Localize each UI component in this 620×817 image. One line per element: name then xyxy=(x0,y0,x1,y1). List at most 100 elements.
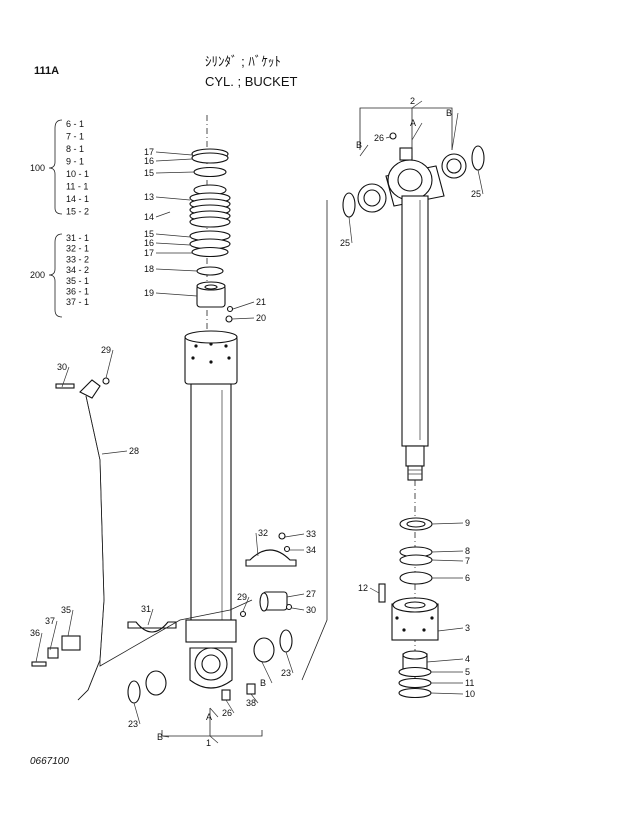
part-number-label: 23 xyxy=(128,719,138,729)
callout-leader xyxy=(291,607,305,611)
part-number-label: 14 xyxy=(144,212,154,222)
callout-leader xyxy=(242,596,250,612)
group-item: 8 - 1 xyxy=(66,144,84,154)
page-code: 111A xyxy=(34,65,59,77)
callout-leader xyxy=(161,735,170,738)
callout-leader xyxy=(101,450,128,455)
callout-leader xyxy=(61,366,70,388)
group-item: 31 - 1 xyxy=(66,233,89,243)
part-number-label: 38 xyxy=(246,698,256,708)
part-number-label: B xyxy=(356,140,362,150)
group-item: 10 - 1 xyxy=(66,169,89,179)
callout-leader xyxy=(477,169,484,195)
part-number-label: 15 xyxy=(144,168,154,178)
part-number-label: 36 xyxy=(30,628,40,638)
callout-leader xyxy=(385,136,391,139)
group-item: 32 - 1 xyxy=(66,244,89,254)
callout-leader xyxy=(255,532,259,557)
title-japanese: ｼﾘﾝﾀﾞ ; ﾊﾞｹｯﾄ xyxy=(205,54,281,69)
callout-leader xyxy=(451,112,459,151)
callout-leader xyxy=(225,699,235,714)
piston-head-stack xyxy=(189,115,234,330)
part-number-label: 18 xyxy=(144,264,154,274)
callout-leader xyxy=(35,632,43,663)
group-item: 37 - 1 xyxy=(66,297,89,307)
callout-leader xyxy=(155,292,198,297)
callout-leader xyxy=(348,216,353,244)
part-number-label: 9 xyxy=(465,518,470,528)
part-number-label: 13 xyxy=(144,192,154,202)
part-number-label: 12 xyxy=(358,583,368,593)
part-number-label: 3 xyxy=(465,623,470,633)
part-number-label: 7 xyxy=(465,556,470,566)
part-number-label: A xyxy=(410,118,416,128)
part-number-label: 25 xyxy=(340,238,350,248)
callout-leader xyxy=(49,620,58,651)
callout-leader xyxy=(411,122,423,141)
callout-leader xyxy=(285,651,294,674)
part-number-label: 16 xyxy=(144,238,154,248)
cylinder-tube xyxy=(184,330,238,701)
group-item: 11 - 1 xyxy=(66,182,88,192)
part-number-label: B xyxy=(446,108,452,118)
callout-leader xyxy=(431,550,464,553)
part-number-label: 26 xyxy=(374,133,384,143)
group-100-label: 100 xyxy=(30,163,45,173)
group-200-label: 200 xyxy=(30,270,45,280)
part-number-label: 33 xyxy=(306,529,316,539)
part-number-label: A xyxy=(206,712,212,722)
group-item: 33 - 2 xyxy=(66,254,89,264)
callout-leader xyxy=(155,196,191,201)
part-number-label: 1 xyxy=(206,738,211,748)
part-number-label: 21 xyxy=(256,297,266,307)
part-number-label: 4 xyxy=(465,654,470,664)
part-number-label: 26 xyxy=(222,708,232,718)
callout-leader xyxy=(437,627,464,632)
group-item: 9 - 1 xyxy=(66,157,84,167)
piston-rod xyxy=(342,132,485,481)
part-number-label: 37 xyxy=(45,616,55,626)
part-number-label: 31 xyxy=(141,604,151,614)
part-number-label: 29 xyxy=(237,592,247,602)
callout-leader xyxy=(250,693,259,704)
callout-leader xyxy=(411,100,423,109)
group-item: 15 - 2 xyxy=(66,207,89,217)
group-item: 35 - 1 xyxy=(66,276,89,286)
callout-leader xyxy=(261,661,273,684)
part-number-label: 27 xyxy=(306,589,316,599)
group-200-bracket: 200 xyxy=(30,233,63,318)
group-items-list: 6 - 17 - 18 - 19 - 110 - 111 - 114 - 115… xyxy=(66,119,89,307)
group-item: 34 - 2 xyxy=(66,265,89,275)
rod-gland-parts xyxy=(378,480,439,700)
callout-leader xyxy=(155,233,191,238)
part-number-label: 11 xyxy=(465,678,474,688)
part-number-label: 29 xyxy=(101,345,111,355)
callout-leader xyxy=(155,211,171,218)
callout-leader xyxy=(431,559,464,562)
callout-leader xyxy=(286,593,305,598)
part-number-label: 30 xyxy=(306,605,316,615)
callout-leader xyxy=(209,707,219,718)
part-number-label: 35 xyxy=(61,605,71,615)
part-number-label: 5 xyxy=(465,667,470,677)
part-number-label: B xyxy=(260,678,266,688)
part-number-label: 6 xyxy=(465,573,470,583)
part-number-label: 8 xyxy=(465,546,470,556)
callout-leader xyxy=(67,609,74,637)
callout-leader xyxy=(155,242,191,246)
part-number-label: 17 xyxy=(144,248,154,258)
part-number-label: 17 xyxy=(144,147,154,157)
part-number-label: 34 xyxy=(306,545,316,555)
callout-leader xyxy=(147,608,154,626)
group-100-bracket: 100 xyxy=(30,119,63,215)
part-number-label: 23 xyxy=(281,668,291,678)
callout-leader xyxy=(284,533,305,538)
part-number-label: 20 xyxy=(256,313,266,323)
group-item: 36 - 1 xyxy=(66,287,89,297)
group-item: 7 - 1 xyxy=(66,132,84,142)
part-number-label: B xyxy=(157,732,163,742)
leader-lines xyxy=(99,107,453,737)
part-number-label: 19 xyxy=(144,288,154,298)
